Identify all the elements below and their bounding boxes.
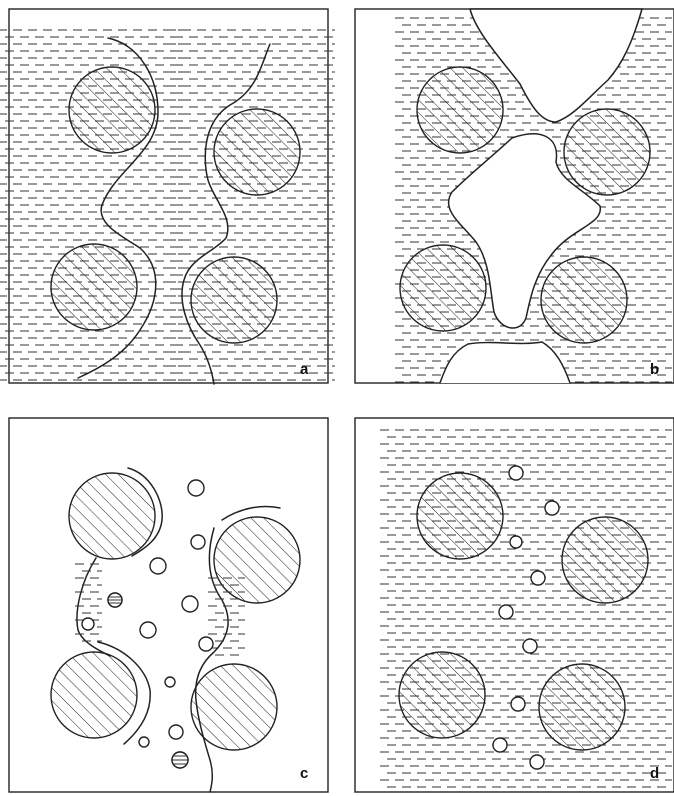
gas-bubble — [139, 737, 149, 747]
gas-bubble — [493, 738, 507, 752]
grain — [562, 517, 648, 603]
grain — [191, 257, 277, 343]
gas-bubble — [545, 501, 559, 515]
panel-c-grains — [51, 473, 300, 750]
grain — [417, 473, 503, 559]
striped-bubble — [172, 752, 188, 768]
panel-c-frame — [9, 418, 328, 792]
grain — [541, 257, 627, 343]
gas-bubble — [150, 558, 166, 574]
panel-d: d — [355, 418, 674, 792]
panel-b: b — [355, 9, 674, 383]
gas-bubble — [530, 755, 544, 769]
gas-bubble — [182, 596, 198, 612]
grain — [214, 517, 300, 603]
gas-bubble — [523, 639, 537, 653]
grain — [214, 109, 300, 195]
grain — [69, 67, 155, 153]
gas-bubble — [510, 536, 522, 548]
grain — [69, 473, 155, 559]
panel-d-label: d — [650, 765, 659, 782]
gas-bubble — [140, 622, 156, 638]
panel-b-bottom-gas-region — [440, 342, 570, 383]
grain — [564, 109, 650, 195]
grain — [417, 67, 503, 153]
panel-a-liquid-dashes — [0, 30, 335, 380]
gas-bubble — [509, 466, 523, 480]
gas-bubble — [165, 677, 175, 687]
grain — [400, 245, 486, 331]
gas-bubble — [188, 480, 204, 496]
gas-bubble — [511, 697, 525, 711]
grain — [399, 652, 485, 738]
gas-bubble — [531, 571, 545, 585]
grain — [51, 652, 137, 738]
panel-c-liquid-boundary — [77, 558, 110, 656]
grain — [51, 244, 137, 330]
panel-c-label: c — [300, 765, 308, 782]
panel-a: a — [0, 9, 335, 384]
gas-bubble — [169, 725, 183, 739]
panel-c: c — [9, 418, 328, 792]
striped-bubble — [108, 593, 122, 607]
gas-bubble — [199, 637, 213, 651]
panel-a-label: a — [300, 361, 309, 378]
panel-b-label: b — [650, 361, 659, 378]
gas-bubble — [191, 535, 205, 549]
gas-bubble — [499, 605, 513, 619]
grain — [539, 664, 625, 750]
gas-bubble — [82, 618, 94, 630]
